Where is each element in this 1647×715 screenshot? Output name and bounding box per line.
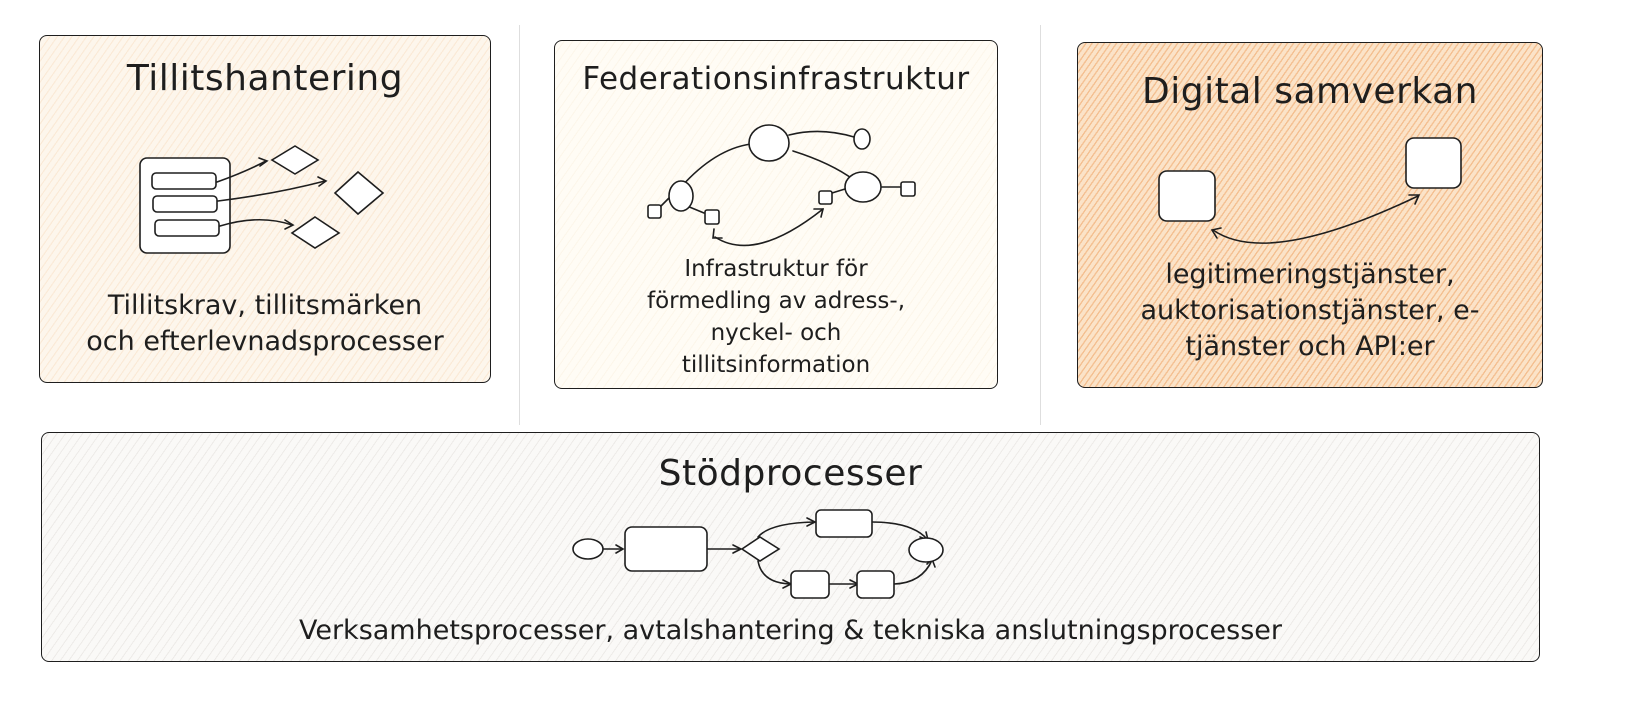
document-line [151,172,217,190]
arrowhead [813,208,825,218]
service-box [1158,170,1216,222]
flow-connector [757,521,815,538]
panel-description: Tillitskrav, tillitsmärken och efterlevn… [86,290,444,357]
connector [792,150,855,181]
network-leaf [647,204,662,219]
trust-documents-illustration [139,145,385,254]
process-task [790,570,830,599]
connector [680,143,752,188]
panel-title: Federationsinfrastruktur [582,61,970,97]
panel-description: Infrastruktur för förmedling av adress-,… [646,256,906,378]
network-node [668,180,694,212]
arrowhead [1408,194,1421,205]
federation-network-illustration [647,124,916,247]
panel-tillitshantering: Tillitshantering Tillitskrav, tillitsmär… [39,35,491,383]
arrowhead [317,176,328,187]
document-line [154,219,220,237]
arrowhead [284,219,295,230]
exchange-arrow [1212,195,1419,244]
flow-connector [757,560,791,585]
network-node [844,171,882,203]
end-event [908,537,944,563]
arrowhead [258,157,269,167]
connector [788,130,855,138]
panel-title: Digital samverkan [1142,71,1478,112]
arrowhead [712,228,723,239]
arrowhead [1210,227,1222,239]
connector [714,208,824,247]
panel-description: legitimeringstjänster, auktorisationstjä… [1140,259,1480,362]
connector [831,188,846,194]
panel-title: Stödprocesser [658,453,923,494]
flow-connector [871,521,928,540]
trust-mark-diamond [333,170,385,216]
arrowhead [615,544,625,554]
arrow [219,218,293,227]
divider-right [1040,25,1041,425]
arrowhead [806,517,817,527]
document-line [152,195,218,213]
panel-federationsinfrastruktur: Federationsinfrastruktur Infrastruktur f… [554,40,998,389]
service-exchange-illustration [1158,137,1462,244]
network-leaf [900,181,916,197]
arrow [216,160,267,183]
start-event [572,538,604,560]
panel-stodprocesser: Stödprocesser Verksamhetsprocesser, avta… [41,432,1540,662]
process-task [624,526,708,572]
gateway-diamond [740,536,781,562]
network-node [748,124,790,162]
arrow [217,180,326,202]
service-box [1405,137,1462,189]
process-flow-illustration [572,509,944,599]
divider-left [519,25,520,425]
panel-description: Verksamhetsprocesser, avtalshantering & … [298,615,1283,646]
network-leaf [704,209,720,225]
trust-mark-diamond [290,216,341,249]
panel-title: Tillitshantering [126,58,404,99]
panel-digital-samverkan: Digital samverkan legitimeringstjänster,… [1077,42,1543,388]
process-task [856,570,895,599]
network-leaf [818,190,833,205]
trust-mark-diamond [270,145,320,175]
process-task [815,509,873,538]
flow-connector [893,559,933,585]
network-node [853,128,871,150]
